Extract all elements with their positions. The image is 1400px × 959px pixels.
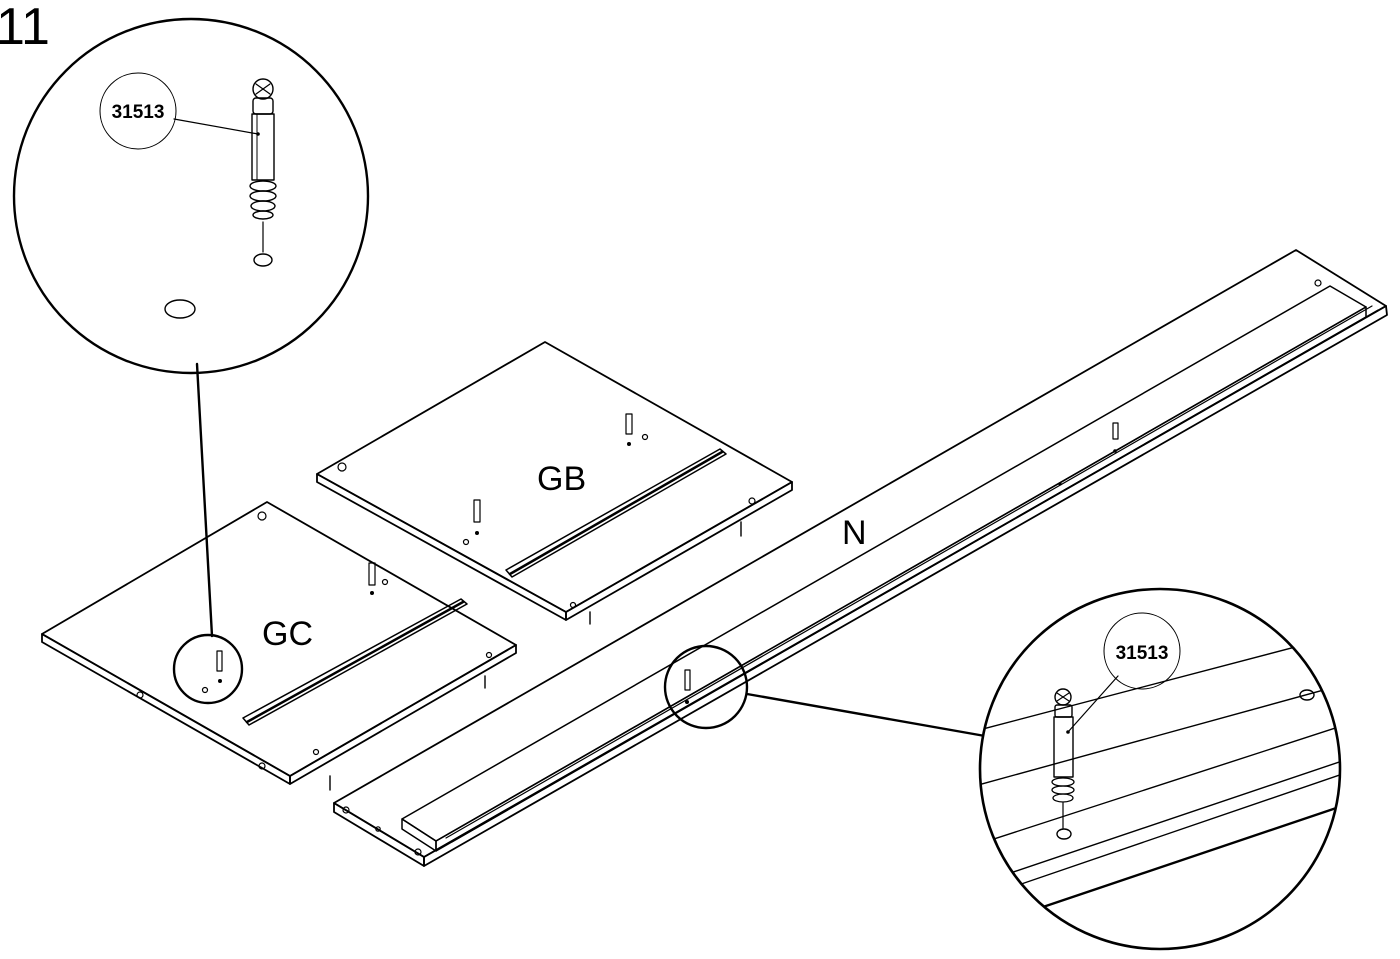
zoom-marker-n: [663, 644, 749, 730]
part-label-gc: GC: [262, 615, 313, 653]
zoom-marker-gc: [172, 633, 244, 705]
detail-callout-bottom: 31513: [978, 587, 1342, 951]
part-label-gb: GB: [537, 460, 586, 498]
step-number: 11: [0, 0, 50, 56]
panel-gc: GC: [41, 501, 517, 791]
leader-line-top: [195, 362, 214, 638]
part-label-n: N: [842, 514, 867, 552]
part-code-label-bottom: 31513: [1116, 643, 1169, 664]
cam-dowel-n-left: [684, 669, 691, 704]
detail-callout-top: 31513: [12, 17, 370, 375]
part-code-label-top: 31513: [112, 102, 165, 123]
cam-dowel-n-right: [1112, 422, 1119, 453]
panel-gb: GB: [316, 341, 793, 625]
leader-line-bottom: [745, 692, 987, 738]
cam-dowel-icon: [1051, 688, 1075, 840]
panel-n: N: [333, 249, 1388, 867]
cam-dowel-icon: [249, 78, 277, 267]
